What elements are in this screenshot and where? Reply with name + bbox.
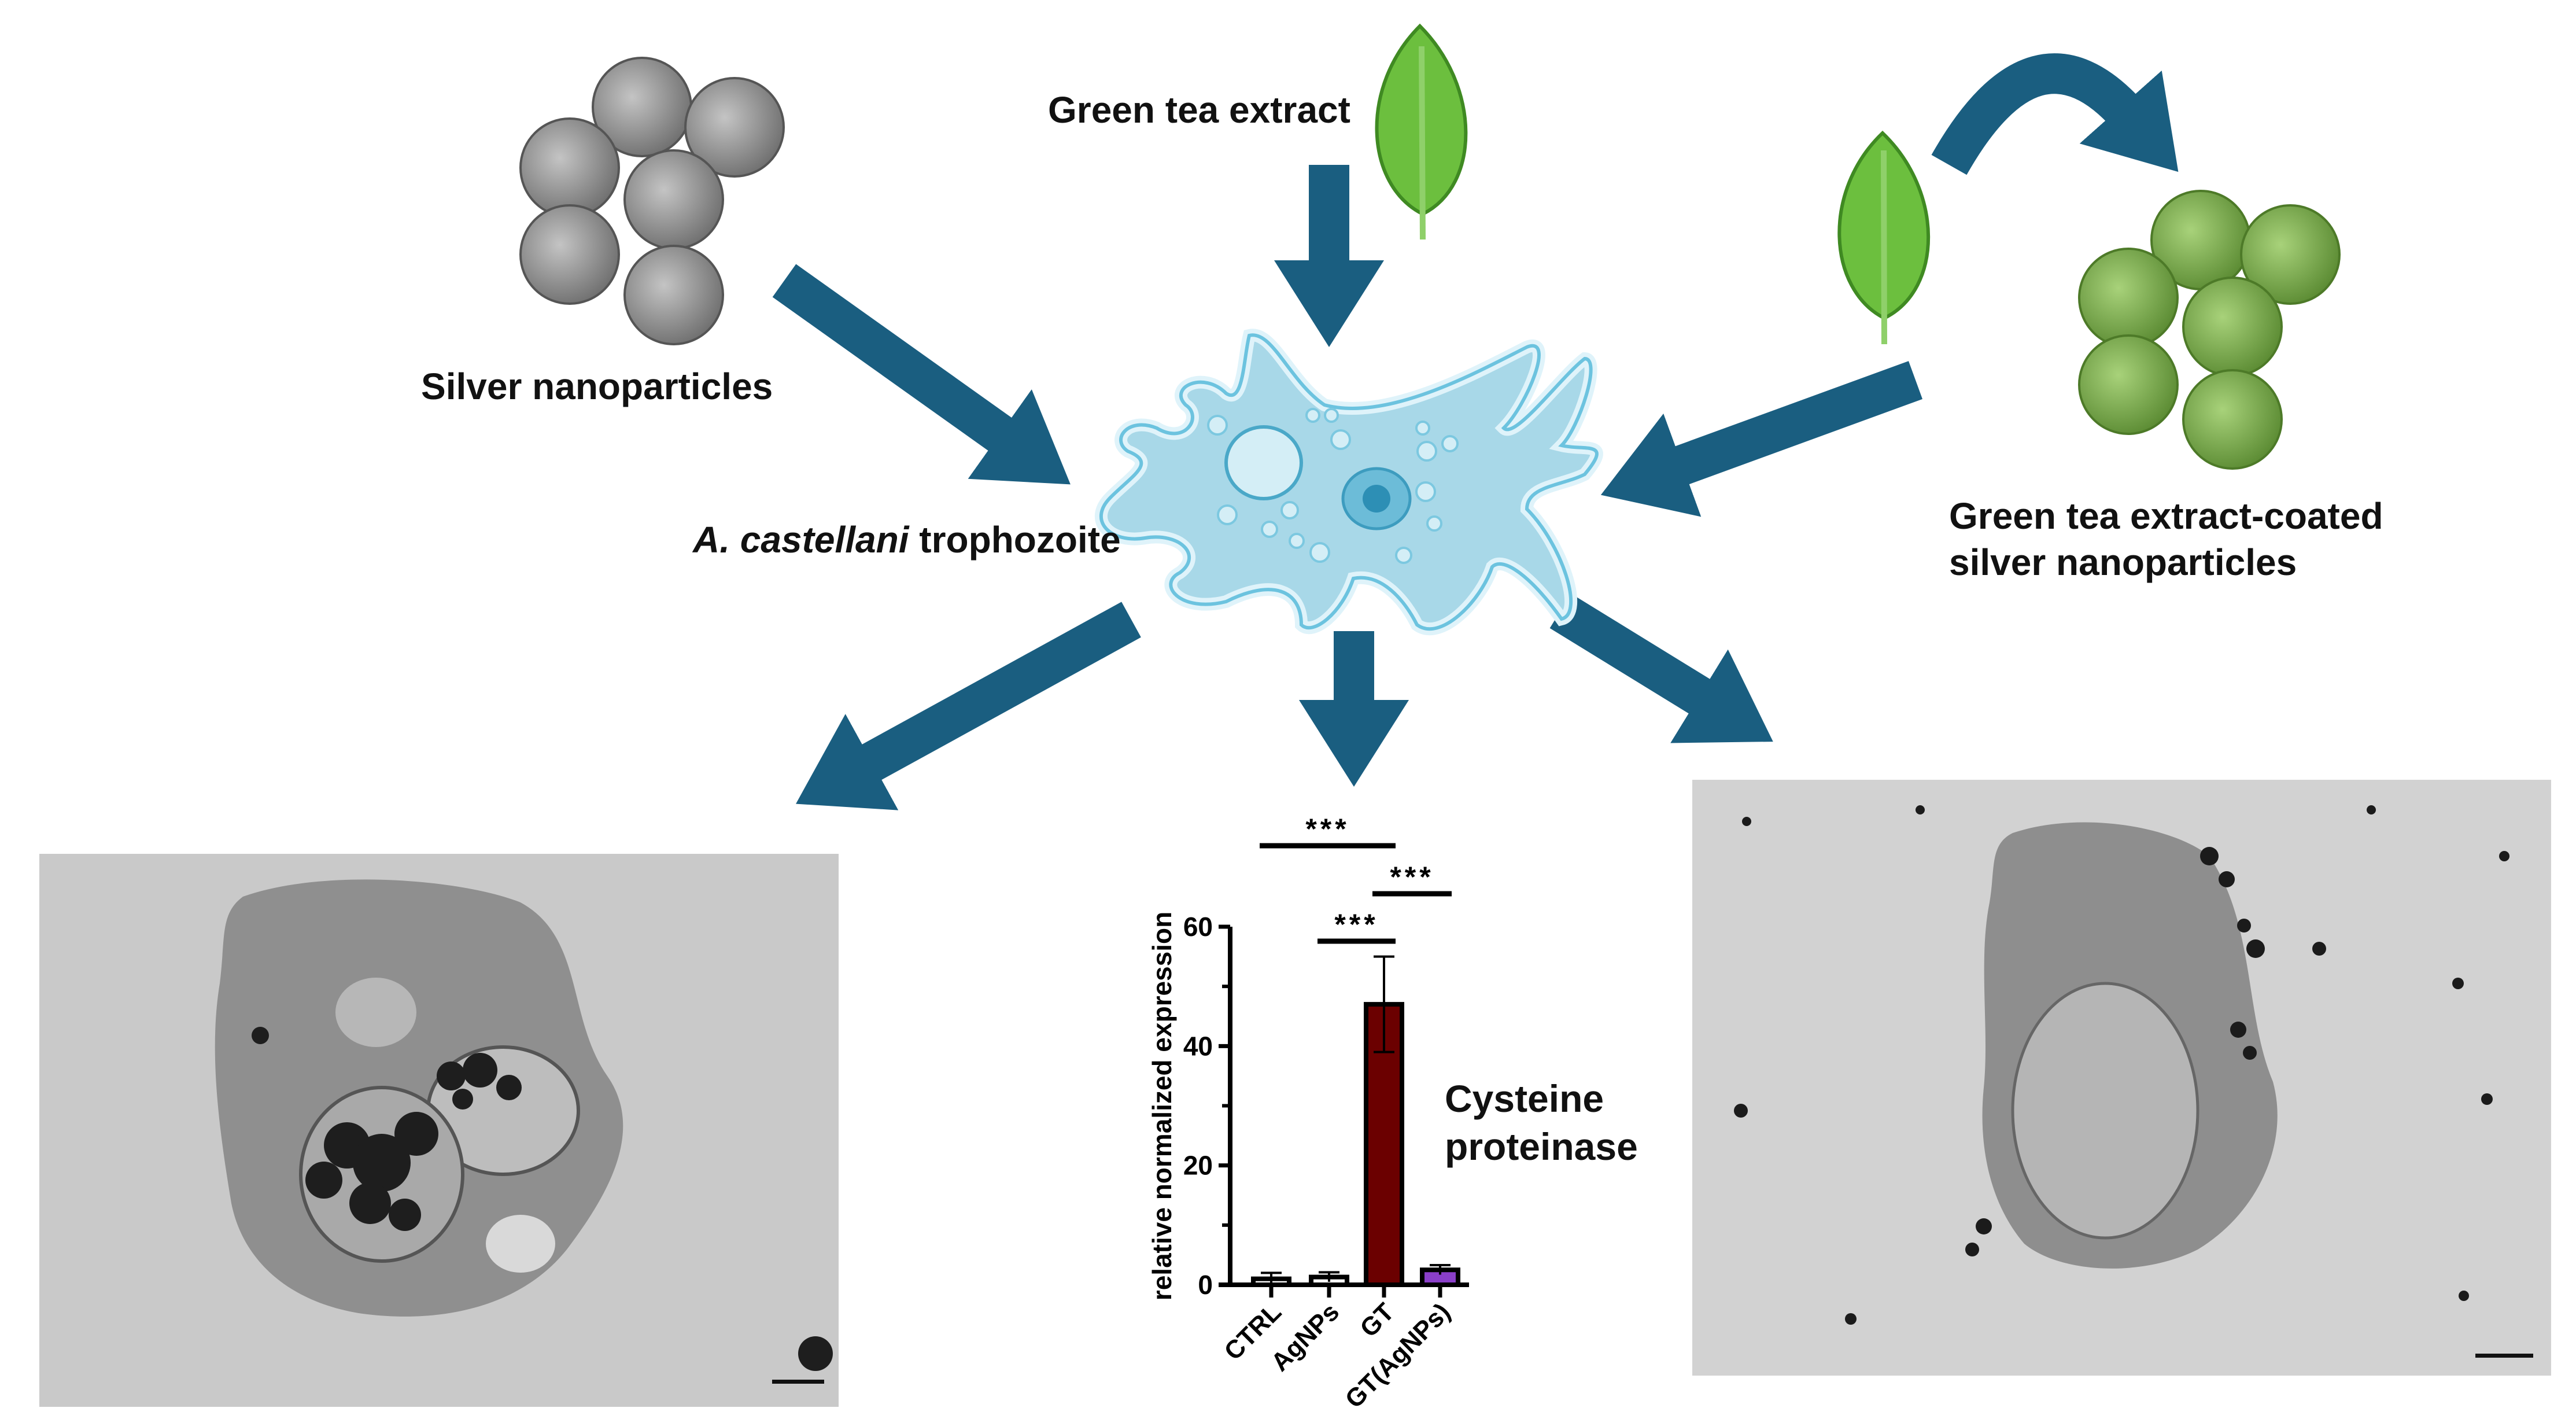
green-tea-leaf-icon-right: [1837, 130, 1931, 345]
y-axis-label: relative normalized expression: [1147, 912, 1177, 1300]
y-tick-label: 0: [1198, 1270, 1213, 1300]
organism-stage: trophozoite: [909, 519, 1121, 561]
arrow-silver-to-cell: [772, 264, 1071, 485]
arrow-cell-to-coated-tem: [1549, 594, 1773, 743]
significance-label: ***: [1334, 908, 1378, 941]
gene-line1: Cysteine: [1445, 1077, 1604, 1120]
process-arrows: [772, 53, 2179, 810]
arrow-cell-to-agnps-tem: [796, 602, 1141, 810]
coated-nanoparticles-icon: [2078, 190, 2341, 470]
curved-arrow-coating: [1931, 53, 2179, 175]
arrow-coated-to-cell: [1600, 361, 1922, 517]
label-coated-line1: Green tea extract-coated: [1949, 495, 2383, 537]
y-tick-label: 40: [1183, 1031, 1213, 1061]
y-tick-label: 20: [1183, 1151, 1213, 1181]
label-coated-nanoparticles: Green tea extract-coated silver nanopart…: [1949, 493, 2383, 585]
gene-line2: proteinase: [1445, 1125, 1638, 1168]
label-silver-nanoparticles: Silver nanoparticles: [421, 366, 773, 407]
silver-nanoparticles-icon: [519, 57, 785, 345]
x-tick-label: GT: [1355, 1298, 1400, 1343]
amoeba-trophozoite-icon: [1094, 329, 1603, 635]
significance-label: ***: [1305, 813, 1349, 845]
y-tick-label: 60: [1183, 912, 1213, 942]
green-tea-leaf-icon: [1375, 23, 1468, 240]
significance-label: ***: [1390, 861, 1434, 893]
label-organism: A. castellani trophozoite: [693, 517, 1121, 563]
scale-bar: [2475, 1354, 2533, 1358]
tem-image-agnps-treated: [39, 854, 839, 1407]
organism-species: A. castellani: [693, 519, 909, 561]
label-coated-line2: silver nanoparticles: [1949, 541, 2297, 583]
label-green-tea-extract: Green tea extract: [1048, 89, 1350, 131]
chart-gene-label: Cysteine proteinase: [1445, 1075, 1638, 1170]
x-tick-label: GT(AgNPs): [1339, 1298, 1456, 1414]
tem-image-coated-agnps-treated: [1692, 780, 2551, 1376]
scale-bar: [772, 1380, 824, 1384]
